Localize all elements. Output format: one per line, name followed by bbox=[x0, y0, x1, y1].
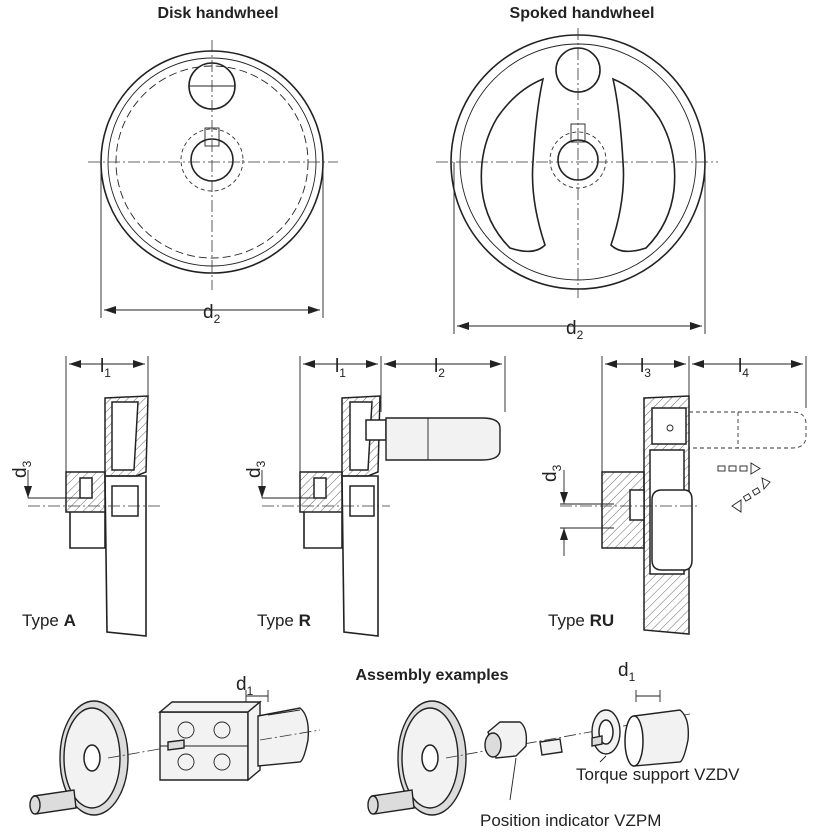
dim-l4-type-ru: l4 bbox=[738, 356, 749, 380]
pull-arrow-icon bbox=[717, 462, 761, 475]
dim-l2-type-r: l2 bbox=[434, 356, 445, 380]
type-r-section bbox=[258, 356, 506, 637]
callout-position-indicator: Position indicator VZPM bbox=[480, 811, 661, 830]
dim-l1-type-r: l1 bbox=[335, 356, 346, 380]
label-type-r: Type R bbox=[257, 611, 311, 630]
title-spoked-handwheel: Spoked handwheel bbox=[510, 5, 655, 22]
dim-d3-type-ru: d3 bbox=[540, 464, 564, 482]
dim-d2-disk: d2 bbox=[203, 302, 221, 326]
callout-torque-support: Torque support VZDV bbox=[576, 765, 740, 784]
assembly-example-right bbox=[367, 690, 691, 816]
assembly-example-left bbox=[29, 690, 321, 816]
type-ru-section bbox=[560, 356, 807, 635]
dim-d1-left: d1 bbox=[236, 674, 254, 698]
title-assembly-examples: Assembly examples bbox=[356, 667, 509, 684]
dim-d3-type-r: d3 bbox=[244, 460, 268, 478]
label-type-ru: Type RU bbox=[548, 611, 614, 630]
dim-l3-type-ru: l3 bbox=[640, 356, 651, 380]
title-disk-handwheel: Disk handwheel bbox=[158, 5, 279, 22]
dim-l1-type-a: l1 bbox=[100, 356, 111, 380]
dim-d1-right: d1 bbox=[618, 660, 636, 684]
disk-handwheel-front-view bbox=[88, 40, 338, 318]
label-type-a: Type A bbox=[22, 611, 76, 630]
dim-d3-type-a: d3 bbox=[10, 460, 34, 478]
dim-d2-spoked: d2 bbox=[566, 318, 584, 342]
spoked-handwheel-front-view bbox=[436, 28, 718, 334]
type-a-section bbox=[24, 356, 160, 637]
rotate-arrow-icon bbox=[731, 477, 771, 513]
